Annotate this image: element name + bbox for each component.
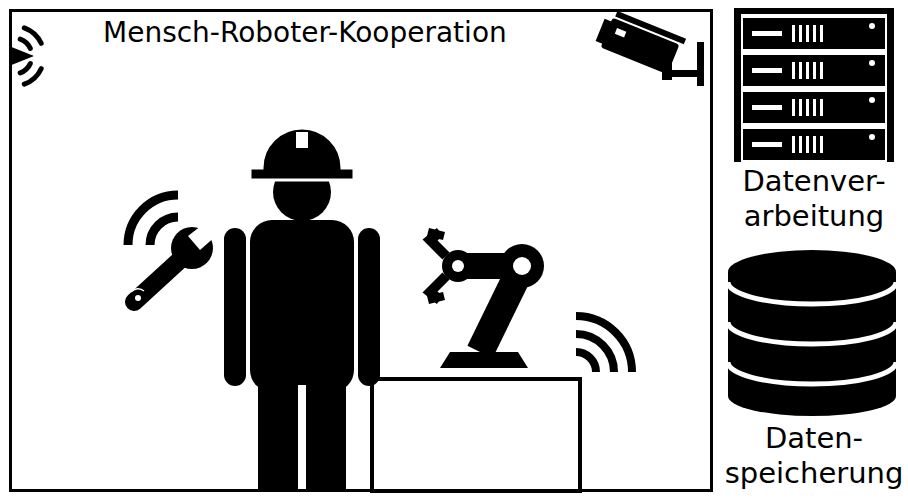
- node-title: Mensch-Roboter-Kooperation: [103, 16, 507, 50]
- robot-wireless: [576, 316, 632, 372]
- wireless-wrench: [128, 195, 216, 302]
- icon-caption: Daten- speicherung: [720, 421, 908, 491]
- camera-icon: [594, 8, 704, 86]
- worker-figure: [224, 128, 380, 490]
- work-table: [372, 379, 580, 491]
- frame-box: Mensch-Roboter-Kooperation: [9, 9, 713, 492]
- robot-arm: [428, 232, 544, 368]
- database-icon: [728, 250, 896, 416]
- icon-caption: Datenver- arbeitung: [720, 164, 908, 234]
- wireless-emitter: [9, 28, 41, 84]
- server-rack: [734, 8, 894, 162]
